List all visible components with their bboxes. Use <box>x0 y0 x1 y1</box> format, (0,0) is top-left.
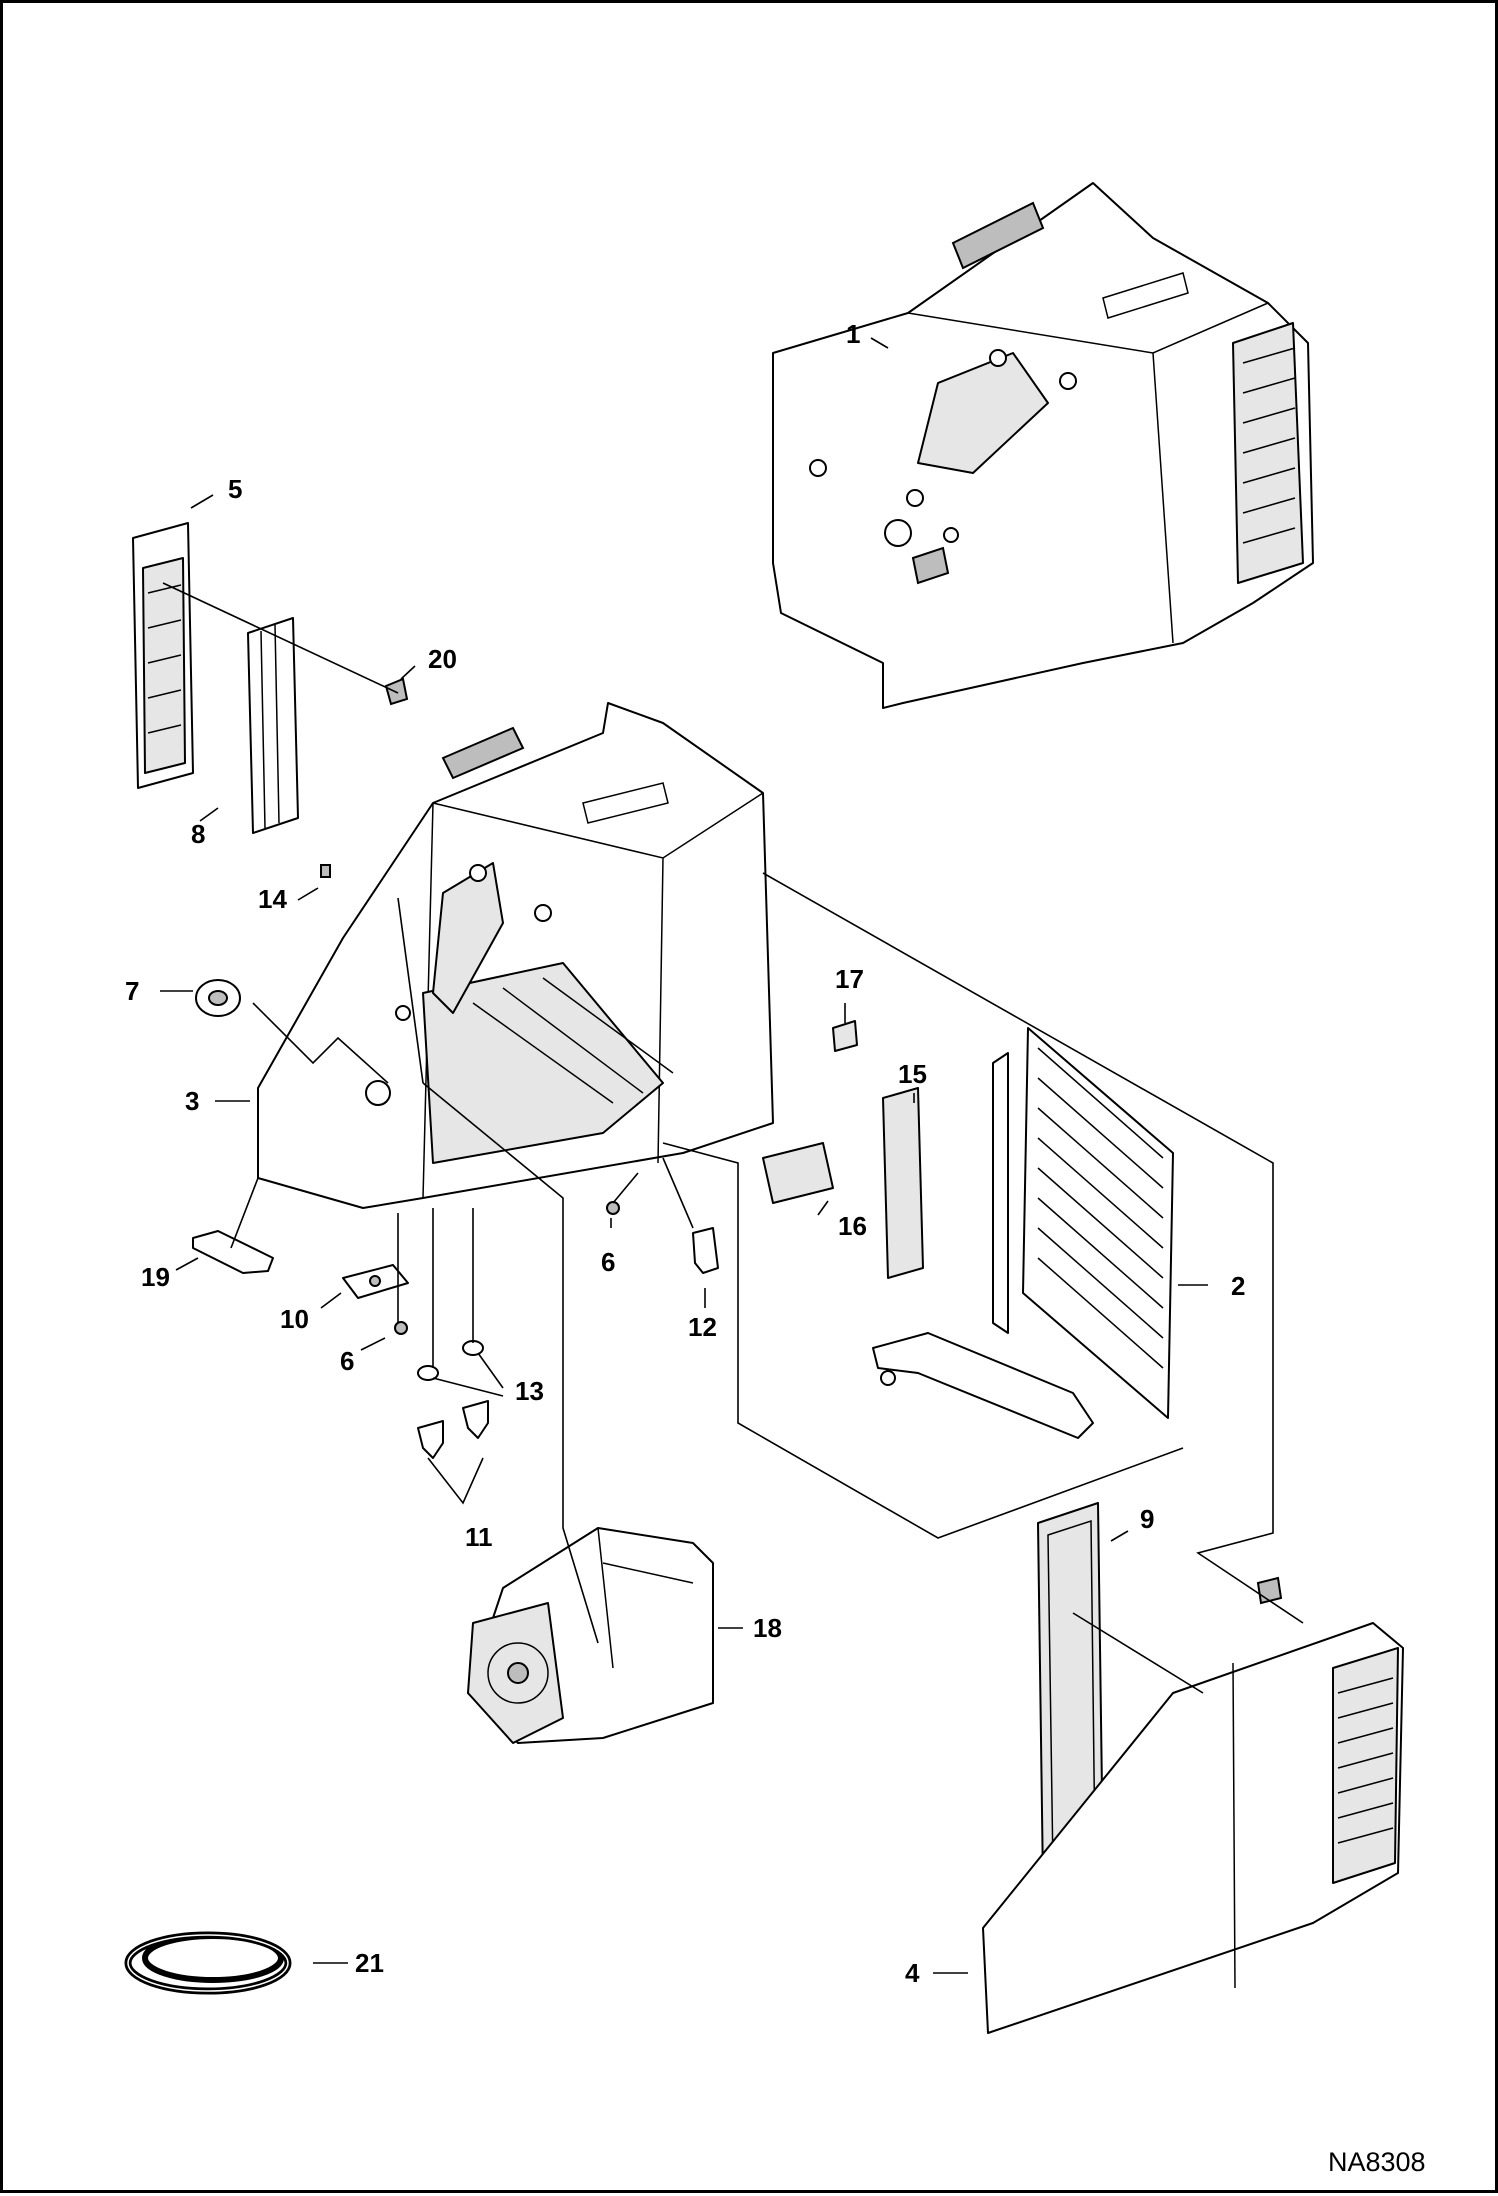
part-6-screw-lower <box>394 1321 408 1335</box>
callout-8: 8 <box>191 819 205 849</box>
callout-leaders <box>160 337 1208 1974</box>
part-3-main-case <box>257 702 774 1209</box>
part-12-drain <box>692 1227 719 1274</box>
callout-9: 9 <box>1140 1504 1154 1534</box>
part-17-pad <box>832 1020 858 1052</box>
callout-6-lower: 6 <box>340 1346 354 1376</box>
callout-15: 15 <box>898 1059 927 1089</box>
callout-10: 10 <box>280 1304 309 1334</box>
callout-7: 7 <box>125 976 139 1006</box>
callout-4: 4 <box>905 1958 920 1988</box>
part-7-grommet <box>195 979 241 1017</box>
callout-6-upper: 6 <box>601 1247 615 1277</box>
drawing-reference-code: NA8308 <box>1328 2147 1426 2177</box>
callout-20: 20 <box>428 644 457 674</box>
part-6-screw-upper <box>606 1201 620 1215</box>
part-18-blower <box>467 1527 714 1744</box>
callout-18: 18 <box>753 1613 782 1643</box>
part-2-evaporator <box>872 1027 1174 1439</box>
part-14-screw <box>320 864 331 878</box>
callout-1: 1 <box>846 319 860 349</box>
callout-labels: 1 2 3 4 5 6 6 7 8 9 10 11 12 13 14 15 16… <box>125 319 1245 1988</box>
part-16-foam <box>762 1142 834 1204</box>
part-15-seal <box>882 1087 924 1279</box>
part-10-plate <box>342 1264 409 1299</box>
callout-16: 16 <box>838 1211 867 1241</box>
part-21-hose <box>124 1931 292 1995</box>
part-11-fittings <box>417 1400 489 1459</box>
assembly-lines <box>162 582 1304 1694</box>
callout-14: 14 <box>258 884 287 914</box>
callout-5: 5 <box>228 474 242 504</box>
part-19-bracket <box>192 1230 274 1274</box>
callout-3: 3 <box>185 1086 199 1116</box>
callout-21: 21 <box>355 1948 384 1978</box>
part-4-side-panel <box>982 1576 1404 2034</box>
callout-13: 13 <box>515 1376 544 1406</box>
callout-11: 11 <box>465 1522 493 1552</box>
part-5-grille <box>132 522 194 789</box>
part-1-upper-cover <box>772 182 1314 709</box>
callout-19: 19 <box>141 1262 170 1292</box>
part-13-nuts <box>417 1340 484 1381</box>
callout-2: 2 <box>1231 1271 1245 1301</box>
part-8-filter <box>247 617 299 834</box>
callout-17: 17 <box>835 964 864 994</box>
exploded-parts-diagram: 1 2 3 4 5 6 6 7 8 9 10 11 12 13 14 15 16… <box>124 182 1426 2177</box>
callout-12: 12 <box>688 1312 717 1342</box>
